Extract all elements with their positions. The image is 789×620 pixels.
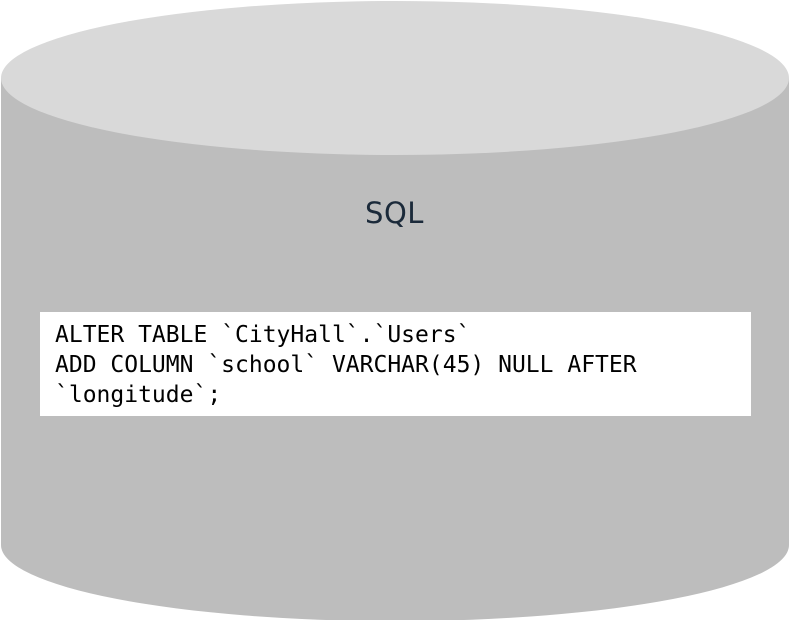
sql-code-line: `longitude`; [55,382,222,408]
sql-code-box: ALTER TABLE `CityHall`.`Users` ADD COLUM… [40,312,751,416]
sql-code-line: ADD COLUMN `school` VARCHAR(45) NULL AFT… [55,352,637,378]
cylinder-top [1,1,789,155]
diagram-title: SQL [365,196,424,230]
sql-code-line: ALTER TABLE `CityHall`.`Users` [55,322,471,348]
